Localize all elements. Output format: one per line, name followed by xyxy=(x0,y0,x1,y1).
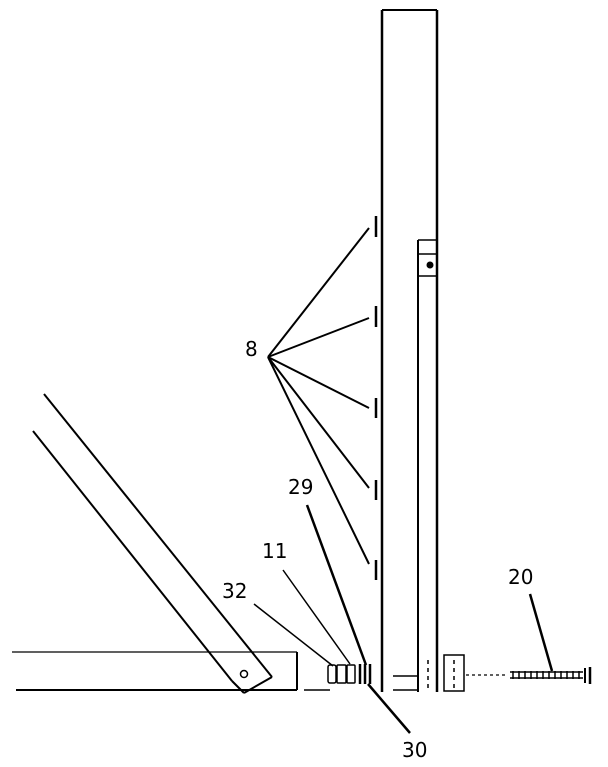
threaded-rod xyxy=(466,667,592,684)
label-20: 20 xyxy=(508,565,533,589)
clamp-assembly xyxy=(327,664,372,684)
leader-11 xyxy=(282,569,351,665)
leader-32 xyxy=(253,603,334,667)
label-32: 32 xyxy=(222,579,247,603)
diagonal-arm xyxy=(32,393,273,694)
leader-30 xyxy=(367,683,411,734)
leader-20 xyxy=(528,593,554,672)
base-rail xyxy=(12,651,330,691)
label-8: 8 xyxy=(245,337,258,361)
leader-29 xyxy=(305,504,368,666)
pivot-pin xyxy=(426,261,434,269)
leader-lines xyxy=(253,504,554,734)
post-base xyxy=(393,654,465,692)
label-29: 29 xyxy=(288,475,313,499)
leader-lines-8 xyxy=(267,227,370,565)
vertical-post xyxy=(380,9,439,692)
pivot-block xyxy=(417,253,438,277)
arm-pivot-hole xyxy=(239,669,249,679)
label-30: 30 xyxy=(402,738,427,762)
label-11: 11 xyxy=(262,539,287,563)
